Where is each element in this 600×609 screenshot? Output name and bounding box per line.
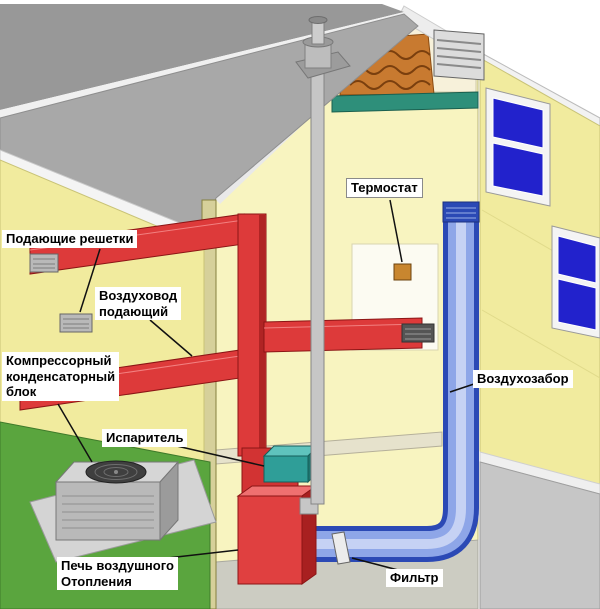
thermostat-device xyxy=(393,263,412,281)
leader-lines xyxy=(57,199,475,571)
evaporator-coil xyxy=(262,444,320,484)
label-text: Печь воздушного xyxy=(61,558,174,573)
foundation xyxy=(479,461,600,609)
label-furnace: Печь воздушного Отопления xyxy=(57,557,178,591)
siding-line xyxy=(481,309,600,379)
label-filter: Фильтр xyxy=(386,569,443,587)
label-text: Подающие решетки xyxy=(6,231,134,246)
leader-evaporator xyxy=(167,443,265,467)
label-text: Компрессорный xyxy=(6,353,112,368)
return-grille xyxy=(442,201,480,223)
label-compressor-unit: Компрессорный конденсаторный блок xyxy=(2,352,120,401)
foundation-trim xyxy=(479,451,600,495)
label-text: блок xyxy=(6,384,37,400)
label-air-intake: Воздухозабор xyxy=(473,370,573,388)
attic-floor-beam xyxy=(331,91,479,113)
label-text: Воздухозабор xyxy=(477,371,569,386)
window-upper xyxy=(485,87,551,207)
leader-supply-grilles xyxy=(79,248,101,313)
condenser-fan xyxy=(85,460,147,484)
label-text: Фильтр xyxy=(390,570,439,585)
flue-pipe xyxy=(295,16,351,515)
label-text: Воздуховод xyxy=(99,288,178,303)
air-filter xyxy=(331,531,351,565)
label-thermostat: Термостат xyxy=(346,178,423,198)
leader-supply-duct xyxy=(149,319,193,357)
leader-thermostat xyxy=(389,199,403,263)
supply-register-upper xyxy=(29,253,59,273)
compressor-condenser-unit xyxy=(54,460,180,542)
label-supply-grilles: Подающие решетки xyxy=(2,230,138,248)
label-text: Испаритель xyxy=(106,430,184,445)
return-air-duct xyxy=(316,201,480,562)
roof-far-plane xyxy=(0,4,404,110)
leader-compressor xyxy=(57,403,93,463)
supply-duct-mid xyxy=(263,317,423,353)
label-text: Термостат xyxy=(351,180,418,195)
label-text: Отопления xyxy=(61,573,132,589)
label-evaporator: Испаритель xyxy=(102,429,188,447)
supply-register-wall xyxy=(59,313,93,333)
chimney-cap xyxy=(302,16,334,69)
label-supply-duct: Воздуховод подающий xyxy=(95,287,182,321)
supply-riser-duct xyxy=(237,213,267,457)
attic-vent xyxy=(433,29,485,81)
leader-air-intake xyxy=(449,383,475,393)
leader-filter xyxy=(351,557,399,571)
label-text: подающий xyxy=(99,303,169,319)
window-lower xyxy=(551,225,600,339)
supply-register-interior xyxy=(401,323,435,343)
label-text: конденсаторный xyxy=(6,368,116,384)
